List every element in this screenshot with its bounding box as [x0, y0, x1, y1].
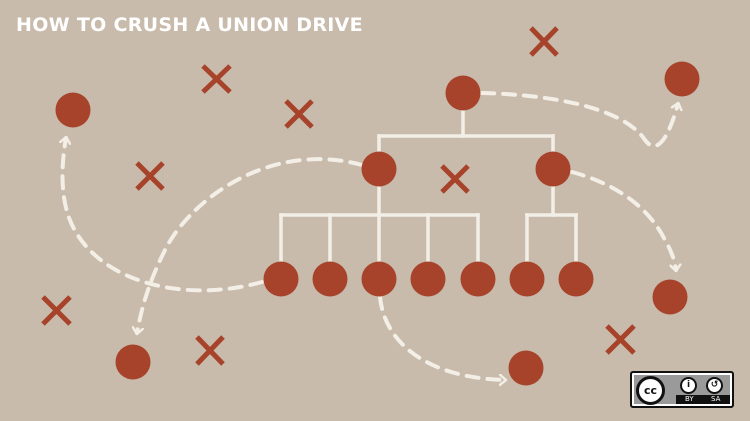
play-arrows [63, 91, 679, 380]
node-bottom-center [508, 350, 544, 386]
share-alike-icon: ↺ [706, 377, 723, 394]
sa-label: SA [711, 395, 721, 403]
node-mid-left [361, 151, 397, 187]
node-bottom-2 [312, 261, 348, 297]
node-mid-right [535, 151, 571, 187]
node-bottom-3 [361, 261, 397, 297]
x-mark-icon [284, 99, 314, 129]
arrow-mid-left-to-bottom-left [137, 157, 364, 333]
node-top-left [55, 92, 91, 128]
node-bottom-left [115, 344, 151, 380]
x-mark-icon [605, 324, 636, 355]
x-mark-icon [440, 164, 470, 194]
nodes [55, 61, 700, 386]
node-top-right [664, 61, 700, 97]
by-label: BY [685, 395, 694, 403]
arrow-bottom-to-bottom-center [378, 295, 505, 380]
x-mark-icon [195, 335, 225, 366]
page-title: HOW TO CRUSH A UNION DRIVE [16, 14, 363, 36]
attribution-icon: i [680, 377, 697, 394]
node-bottom-1 [263, 261, 299, 297]
x-mark-icon [529, 26, 559, 57]
node-top [445, 75, 481, 111]
x-mark-icon [41, 295, 72, 326]
x-markers [41, 26, 636, 366]
arrow-mid-right-to-right [570, 170, 676, 270]
org-chart-lines [279, 108, 578, 264]
node-bottom-5 [460, 261, 496, 297]
node-bottom-7 [558, 261, 594, 297]
badge-label-strip: BY SA [676, 395, 730, 404]
x-mark-icon [201, 64, 232, 94]
node-right [652, 279, 688, 315]
cc-license-badge[interactable]: cc i ↺ BY SA [630, 371, 734, 408]
node-bottom-4 [410, 261, 446, 297]
node-bottom-6 [509, 261, 545, 297]
x-mark-icon [135, 161, 165, 191]
cc-icon: cc [636, 376, 665, 405]
arrow-top-to-top-right [480, 91, 678, 148]
arrow-bottom-row-to-top-left [63, 138, 264, 293]
